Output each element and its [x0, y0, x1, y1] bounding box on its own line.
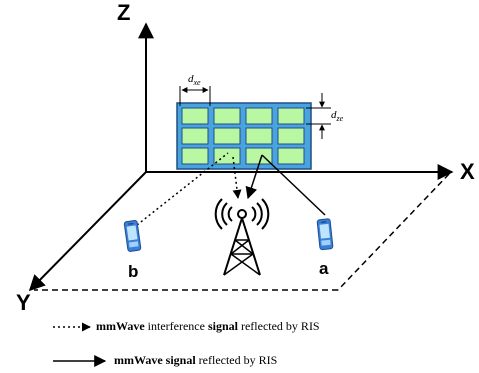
y-axis: [28, 171, 147, 292]
ris-element: [277, 107, 305, 125]
legend-signal-p1: mmWave signal: [114, 353, 196, 367]
ris-element: [245, 127, 273, 145]
legend-interference: mmWave interference signal reflected by …: [96, 319, 320, 334]
x-axis-label: X: [460, 159, 475, 184]
interference-path-bs: [232, 156, 242, 199]
ris-element: [277, 147, 305, 165]
user-b: b: [123, 220, 142, 281]
dim-ze-label: dze: [331, 109, 344, 123]
y-axis-label: Y: [16, 290, 31, 315]
ris-element: [181, 127, 209, 145]
dim-ze: dze: [306, 93, 344, 139]
cell-tower-icon: [214, 198, 270, 276]
legend-interference-p1: mmWave: [96, 319, 145, 333]
ground-plane: [34, 171, 450, 291]
ris-element: [213, 127, 241, 145]
signal-path-bs: [245, 154, 263, 200]
dim-xe: dxe: [179, 73, 211, 106]
ris-element-grid: [181, 107, 305, 165]
ris-element: [245, 107, 273, 125]
signal-paths: [136, 152, 326, 226]
ris-element: [181, 107, 209, 125]
mobile-phone-icon: [316, 218, 334, 251]
mobile-phone-icon: [123, 220, 142, 252]
dim-xe-label: dxe: [188, 73, 201, 87]
legend-interference-p3: signal: [207, 319, 238, 333]
user-b-label: b: [128, 262, 138, 281]
legend-signal: mmWave signal reflected by RIS: [114, 353, 277, 368]
legend-lines: [53, 322, 107, 367]
ris-element: [213, 147, 241, 165]
ris-element: [181, 147, 209, 165]
signal-path-a: [261, 154, 326, 216]
axes: Z X Y: [16, 0, 475, 315]
user-a: a: [316, 218, 334, 278]
user-a-label: a: [319, 259, 329, 278]
interference-path-b: [136, 152, 229, 226]
ris-panel: dxe dze: [176, 73, 344, 170]
legend-signal-p2: reflected by RIS: [195, 353, 278, 367]
legend-interference-p4: reflected by RIS: [237, 319, 320, 333]
ris-element: [213, 107, 241, 125]
ris-element: [277, 127, 305, 145]
z-axis-label: Z: [117, 0, 130, 25]
legend-interference-p2: interference: [144, 319, 208, 333]
